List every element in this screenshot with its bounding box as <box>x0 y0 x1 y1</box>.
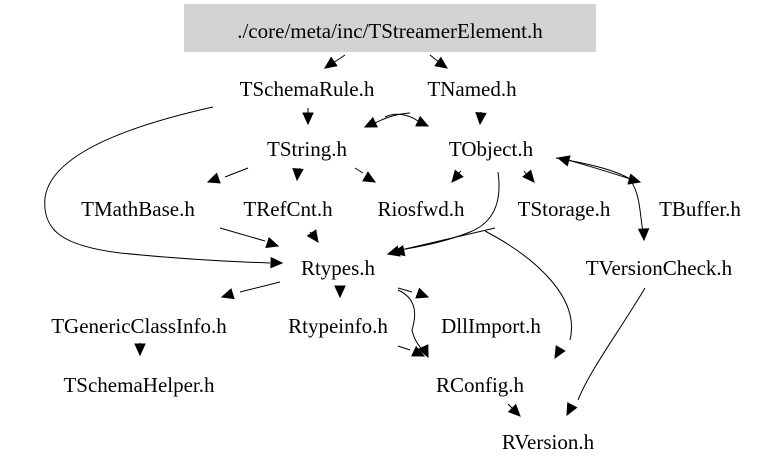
edge-TSchemaRule-to-TString <box>302 108 314 126</box>
edge-line <box>224 167 249 178</box>
arrowhead-icon <box>554 345 566 360</box>
arrowhead-icon <box>417 344 429 359</box>
nodes-layer: ./core/meta/inc/TStreamerElement.hTSchem… <box>51 19 741 454</box>
arrowhead-icon <box>220 288 235 300</box>
arrowhead-icon <box>334 285 346 299</box>
edge-Rtypes-to-Rtypeinfo <box>334 285 346 299</box>
arrowhead-icon <box>324 56 338 69</box>
edge-line <box>484 230 572 341</box>
node-tversioncheck[interactable]: TVersionCheck.h <box>586 256 733 280</box>
edge-line <box>577 287 646 401</box>
edge-line <box>384 113 419 122</box>
edge-TString-to-TMathBase <box>206 167 249 184</box>
node-rversion[interactable]: RVersion.h <box>502 430 595 454</box>
arrowhead-icon <box>206 172 221 184</box>
node-tgenericclassinfo[interactable]: TGenericClassInfo.h <box>51 314 227 338</box>
arrowhead-icon <box>434 56 448 69</box>
edge-line <box>397 345 411 351</box>
edge-Rtypes-to-TGenericClassInfo <box>220 281 281 300</box>
node-tnamed[interactable]: TNamed.h <box>427 77 517 101</box>
edge-TGenericClassInfo-to-TSchemaHelper <box>134 343 146 357</box>
node-tstorage[interactable]: TStorage.h <box>518 197 611 221</box>
root-node-box[interactable] <box>184 4 596 52</box>
arrowhead-icon <box>363 116 378 128</box>
node-rtypes[interactable]: Rtypes.h <box>301 256 376 280</box>
edge-TNamed-to-TString <box>363 112 411 128</box>
edge-line <box>354 167 364 174</box>
edge-line <box>219 227 266 242</box>
arrowhead-icon <box>292 168 304 182</box>
node-riosfwd[interactable]: Riosfwd.h <box>378 197 465 221</box>
edge-line <box>397 287 413 293</box>
arrowhead-icon <box>265 236 280 248</box>
node-dllimport[interactable]: DllImport.h <box>441 314 541 338</box>
arrowhead-icon <box>415 115 430 127</box>
node-tstring[interactable]: TString.h <box>267 137 347 161</box>
edge-TObject-to-Riosfwd <box>451 169 464 183</box>
edge-TObject-to-TStorage <box>522 169 535 183</box>
node-rconfig[interactable]: RConfig.h <box>436 373 525 397</box>
arrowhead-icon <box>566 402 578 417</box>
arrowhead-icon <box>391 244 406 257</box>
edge-root-to-TSchemaRule <box>324 54 346 69</box>
edge-TString-to-TRefCnt <box>292 167 304 182</box>
arrowhead-icon <box>522 169 535 183</box>
arrowhead-icon <box>475 112 487 126</box>
edge-root-to-TNamed <box>429 54 448 69</box>
edge-line <box>399 171 500 251</box>
arrowhead-icon <box>270 256 284 269</box>
node-tobject[interactable]: TObject.h <box>449 137 534 161</box>
arrowhead-icon <box>507 403 521 417</box>
arrowhead-icon <box>556 155 571 167</box>
edge-TString-to-Riosfwd <box>354 167 377 183</box>
edge-line <box>239 281 281 293</box>
edge-TBuffer-to-TObject <box>556 155 637 182</box>
edge-TNamed-to-TObject <box>475 112 487 126</box>
edge-line <box>332 54 346 64</box>
edge-line <box>567 159 637 182</box>
edge-line <box>404 227 496 250</box>
arrowhead-icon <box>637 228 650 242</box>
edge-TMathBase-to-Rtypes <box>219 227 280 248</box>
edge-TRefCnt-to-Rtypes <box>306 229 319 243</box>
edge-TStorage-to-RConfig <box>484 230 572 360</box>
edge-line <box>44 106 271 264</box>
node-tmathbase[interactable]: TMathBase.h <box>81 197 195 221</box>
edge-TSchemaRule-to-Rtypes <box>44 106 284 269</box>
arrowhead-icon <box>134 343 146 357</box>
node-tbuffer[interactable]: TBuffer.h <box>659 197 741 221</box>
arrowhead-icon <box>306 229 319 243</box>
edge-line <box>374 112 411 124</box>
edge-line <box>507 403 513 409</box>
node-rtypeinfo[interactable]: Rtypeinfo.h <box>288 314 388 338</box>
arrowhead-icon <box>302 112 314 126</box>
arrowhead-icon <box>411 345 426 357</box>
edge-TObject-to-TVersionCheck <box>631 182 650 242</box>
arrowhead-icon <box>451 169 464 183</box>
edge-TVersionCheck-to-RVersion <box>566 287 646 417</box>
edge-Rtypes-to-DllImport <box>397 287 430 299</box>
edges-layer <box>44 54 650 417</box>
edge-RConfig-to-RVersion <box>507 403 521 417</box>
node-tschemarule[interactable]: TSchemaRule.h <box>240 77 375 101</box>
node-trefcnt[interactable]: TRefCnt.h <box>243 197 333 221</box>
edge-TStorage-to-Rtypes <box>391 227 496 257</box>
edge-line <box>397 289 426 353</box>
node-root[interactable]: ./core/meta/inc/TStreamerElement.h <box>237 19 543 43</box>
edge-line <box>631 182 644 233</box>
node-tschemahelper[interactable]: TSchemaHelper.h <box>63 373 215 397</box>
edge-Rtypeinfo-to-RConfig <box>397 345 426 357</box>
edge-Rtypes-to-RConfig <box>397 289 429 359</box>
arrowhead-icon <box>415 287 430 299</box>
arrowhead-icon <box>362 171 377 183</box>
